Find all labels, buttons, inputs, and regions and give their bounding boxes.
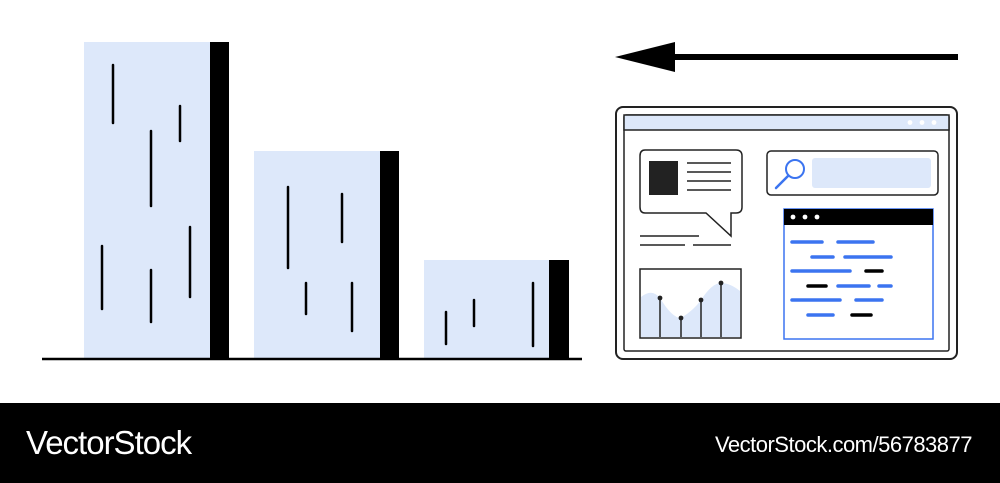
chat-bubble-icon [639, 149, 743, 238]
browser-window-icon [615, 106, 958, 360]
browser-title-bar [623, 114, 950, 131]
arrow-left-icon [615, 42, 958, 72]
bar-medium [254, 151, 399, 359]
illustration [42, 42, 958, 361]
bar-chart-illustration [42, 42, 582, 361]
text-lines [640, 235, 731, 246]
code-window-icon [783, 208, 934, 340]
bar-short [424, 260, 569, 359]
window-controls [907, 120, 937, 125]
watermark-footer: VectorStock VectorStock.com/56783877 [0, 403, 1000, 483]
bar-tall [84, 42, 229, 359]
stock-id: VectorStock.com/56783877 [714, 432, 973, 457]
search-bar [766, 150, 939, 196]
search-field [812, 158, 931, 188]
article-thumbnail [649, 161, 678, 195]
brand-logo: VectorStock [26, 424, 192, 461]
search-icon [774, 159, 805, 190]
line-chart-icon [639, 268, 742, 339]
